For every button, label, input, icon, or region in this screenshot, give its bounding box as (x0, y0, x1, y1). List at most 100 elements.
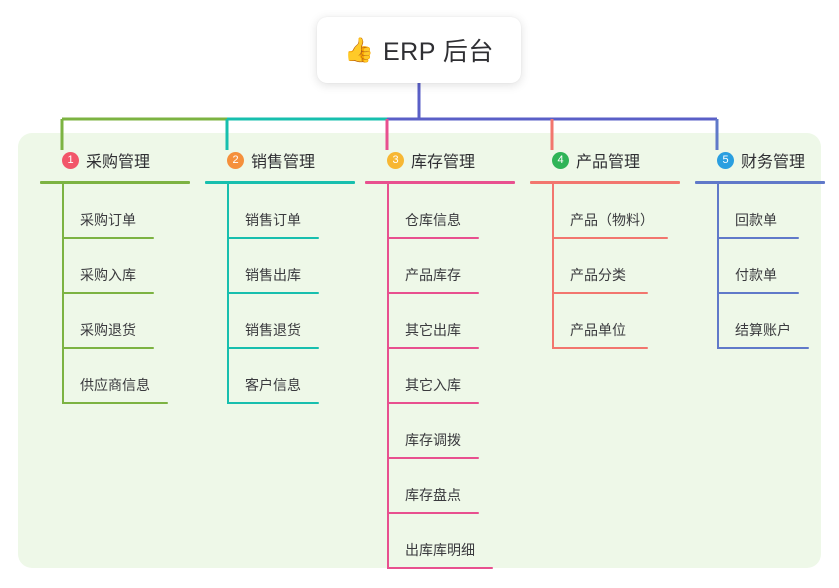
column-1: 1 采购管理采购订单采购入库采购退货供应商信息 (40, 145, 190, 404)
leaf-item[interactable]: 销售出库 (227, 239, 355, 294)
leaf-item-label: 其它出库 (405, 322, 461, 338)
leaf-item-rule (227, 402, 319, 404)
column-items: 仓库信息产品库存其它出库其它入库库存调拨库存盘点出库库明细 (365, 184, 515, 569)
column-items: 产品（物料） 产品分类产品单位 (530, 184, 680, 349)
leaf-item[interactable]: 产品库存 (387, 239, 515, 294)
leaf-item-rule (387, 292, 479, 294)
leaf-item-rule (62, 347, 154, 349)
column-header-rule (365, 181, 515, 184)
leaf-item[interactable]: 销售订单 (227, 184, 355, 239)
mindmap-panel (18, 133, 821, 568)
leaf-item-rule (227, 237, 319, 239)
column-header-rule (205, 181, 355, 184)
column-number-badge: 1 (62, 151, 79, 169)
leaf-item-label: 产品库存 (405, 267, 461, 283)
leaf-item[interactable]: 出库库明细 (387, 514, 515, 569)
leaf-item-rule (717, 292, 799, 294)
leaf-item[interactable]: 采购入库 (62, 239, 190, 294)
column-number-badge: 5 (717, 151, 734, 169)
leaf-item-label: 采购入库 (80, 267, 136, 283)
leaf-item[interactable]: 其它出库 (387, 294, 515, 349)
leaf-item[interactable]: 采购订单 (62, 184, 190, 239)
leaf-item-rule (387, 347, 479, 349)
leaf-item[interactable]: 客户信息 (227, 349, 355, 404)
leaf-item[interactable]: 库存调拨 (387, 404, 515, 459)
leaf-item[interactable]: 供应商信息 (62, 349, 190, 404)
leaf-item-rule (387, 402, 479, 404)
column-5: 5 财务管理回款单付款单结算账户 (695, 145, 825, 349)
column-header-rule (40, 181, 190, 184)
column-spine-line (552, 184, 554, 349)
column-number-badge: 4 (552, 151, 569, 169)
leaf-item[interactable]: 其它入库 (387, 349, 515, 404)
leaf-item-rule (387, 237, 479, 239)
leaf-item-label: 销售订单 (245, 212, 301, 228)
column-header-rule (695, 181, 825, 184)
column-header-1[interactable]: 1 采购管理 (40, 145, 190, 175)
root-node-title: ERP 后台 (382, 38, 494, 66)
column-header-4[interactable]: 4 产品管理 (530, 145, 680, 175)
leaf-item-rule (387, 567, 493, 569)
column-title: 采购管理 (86, 154, 151, 171)
leaf-item-label: 客户信息 (245, 377, 301, 393)
leaf-item-label: 产品（物料） (570, 212, 654, 228)
leaf-item-label: 库存盘点 (405, 487, 461, 503)
thumbs-up-icon: 👍 (344, 36, 374, 64)
root-node-card[interactable]: 👍 ERP 后台 (317, 17, 521, 83)
leaf-item-rule (552, 237, 668, 239)
column-4: 4 产品管理产品（物料） 产品分类产品单位 (530, 145, 680, 349)
leaf-item-rule (717, 347, 809, 349)
leaf-item-rule (387, 457, 479, 459)
leaf-item-label: 结算账户 (735, 322, 791, 338)
column-items: 回款单付款单结算账户 (695, 184, 825, 349)
column-header-5[interactable]: 5 财务管理 (695, 145, 825, 175)
leaf-item-label: 回款单 (735, 212, 777, 228)
leaf-item[interactable]: 产品单位 (552, 294, 680, 349)
leaf-item-label: 仓库信息 (405, 212, 461, 228)
column-title: 财务管理 (741, 154, 806, 171)
column-spine-line (62, 184, 64, 404)
column-spine-line (717, 184, 719, 349)
leaf-item-rule (62, 402, 168, 404)
leaf-item[interactable]: 产品分类 (552, 239, 680, 294)
leaf-item-label: 采购订单 (80, 212, 136, 228)
column-spine-line (227, 184, 229, 404)
column-header-3[interactable]: 3 库存管理 (365, 145, 515, 175)
leaf-item-rule (552, 292, 648, 294)
leaf-item-label: 其它入库 (405, 377, 461, 393)
column-title: 库存管理 (411, 154, 476, 171)
column-number-badge: 3 (387, 151, 404, 169)
leaf-item[interactable]: 付款单 (717, 239, 825, 294)
leaf-item[interactable]: 产品（物料） (552, 184, 680, 239)
leaf-item-rule (552, 347, 648, 349)
leaf-item-rule (227, 347, 319, 349)
leaf-item[interactable]: 采购退货 (62, 294, 190, 349)
leaf-item-label: 出库库明细 (405, 542, 475, 558)
leaf-item-label: 库存调拨 (405, 432, 461, 448)
leaf-item-rule (717, 237, 799, 239)
column-2: 2 销售管理销售订单销售出库销售退货客户信息 (205, 145, 355, 404)
leaf-item-rule (62, 292, 154, 294)
leaf-item-rule (227, 292, 319, 294)
column-spine-line (387, 184, 389, 569)
leaf-item-rule (387, 512, 479, 514)
leaf-item-label: 销售出库 (245, 267, 301, 283)
leaf-item[interactable]: 结算账户 (717, 294, 825, 349)
leaf-item-label: 付款单 (735, 267, 777, 283)
column-title: 销售管理 (251, 154, 316, 171)
column-header-rule (530, 181, 680, 184)
column-title: 产品管理 (576, 154, 641, 171)
leaf-item[interactable]: 仓库信息 (387, 184, 515, 239)
leaf-item-label: 采购退货 (80, 322, 136, 338)
leaf-item[interactable]: 销售退货 (227, 294, 355, 349)
leaf-item-rule (62, 237, 154, 239)
leaf-item-label: 供应商信息 (80, 377, 150, 393)
leaf-item-label: 产品分类 (570, 267, 626, 283)
leaf-item-label: 销售退货 (245, 322, 301, 338)
leaf-item[interactable]: 库存盘点 (387, 459, 515, 514)
column-number-badge: 2 (227, 151, 244, 169)
leaf-item[interactable]: 回款单 (717, 184, 825, 239)
column-header-2[interactable]: 2 销售管理 (205, 145, 355, 175)
column-items: 销售订单销售出库销售退货客户信息 (205, 184, 355, 404)
column-3: 3 库存管理仓库信息产品库存其它出库其它入库库存调拨库存盘点出库库明细 (365, 145, 515, 569)
